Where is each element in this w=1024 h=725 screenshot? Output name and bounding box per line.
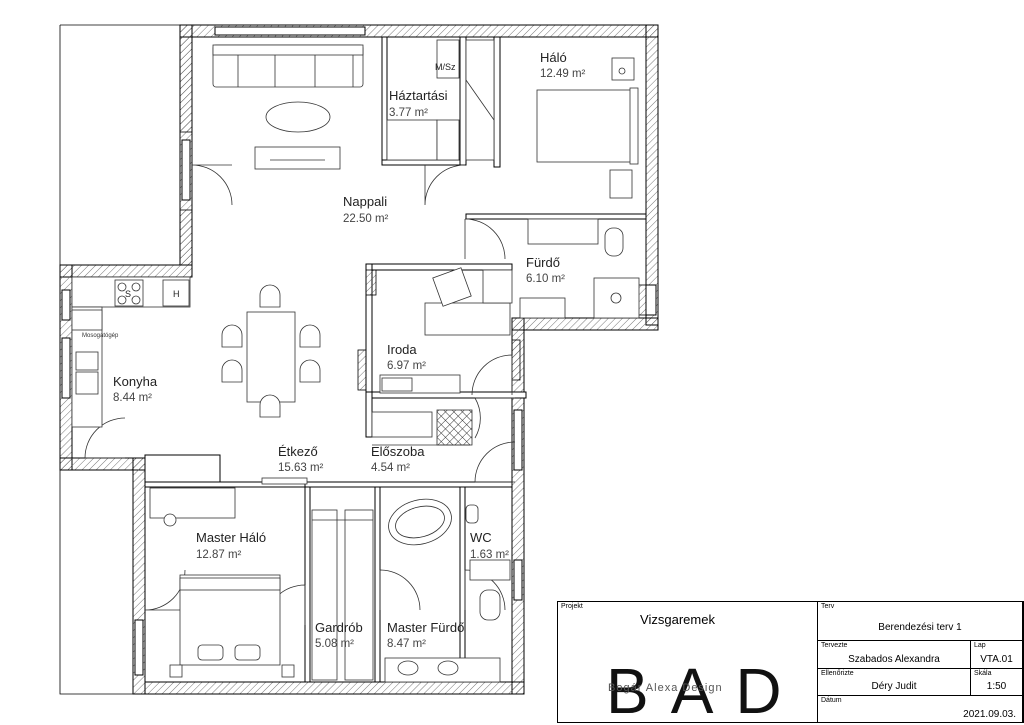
project-label: Projekt [561, 603, 583, 610]
room-area-master-furdo: 8.47 m² [387, 638, 426, 650]
sheet-label: Lap [974, 642, 986, 649]
checker-cell: Ellenőrizte Déry Judit [818, 669, 971, 696]
room-name-wc: WC [470, 530, 492, 545]
project-cell: Projekt Vizsgaremek BAD Bogár Alexa Desi… [558, 602, 818, 725]
wardrobe [311, 509, 374, 681]
plan-value: Berendezési terv 1 [878, 622, 962, 633]
double-bed [536, 57, 639, 199]
room-name-nappali: Nappali [343, 194, 387, 209]
date-label: Dátum [821, 697, 842, 704]
label-mosogatogep: Mosogatógép [82, 333, 119, 339]
site-outline [59, 24, 180, 695]
date-value: 2021.09.03. [963, 709, 1016, 720]
room-name-furdo: Fürdő [526, 255, 560, 270]
room-name-iroda: Iroda [387, 342, 417, 357]
hatched-partitions [179, 36, 647, 391]
designer-value: Szabados Alexandra [848, 654, 940, 665]
room-name-etkezo: Étkező [278, 444, 318, 459]
windows [61, 26, 657, 676]
hall-storage [261, 409, 473, 485]
scale-label: Skála [974, 670, 992, 677]
room-area-halo: 12.49 m² [540, 68, 586, 80]
checker-label: Ellenőrizte [821, 670, 854, 677]
room-name-konyha: Konyha [113, 374, 158, 389]
label-msz: M/Sz [435, 62, 456, 72]
plan-label: Terv [821, 603, 835, 610]
wc-fixtures [465, 504, 511, 621]
label-hob-h: H [173, 289, 180, 299]
designer-label: Tervezte [821, 642, 848, 649]
checker-value: Déry Judit [871, 681, 917, 692]
room-area-wc: 1.63 m² [470, 549, 509, 561]
room-name-gardrob: Gardrób [315, 620, 363, 635]
tv-unit [254, 146, 341, 170]
room-area-iroda: 6.97 m² [387, 360, 426, 372]
room-labels: Háztartási 3.77 m² M/Sz Háló 12.49 m² Na… [82, 50, 586, 650]
logo-text: BAD [606, 655, 804, 725]
office-furniture [379, 267, 513, 394]
room-name-haztartasi: Háztartási [389, 88, 448, 103]
doors [84, 164, 516, 626]
utility-shelves [386, 39, 495, 161]
room-name-halo: Háló [540, 50, 567, 65]
room-area-konyha: 8.44 m² [113, 392, 152, 404]
title-block: Projekt Vizsgaremek BAD Bogár Alexa Desi… [557, 601, 1024, 725]
master-bath-fixtures [384, 498, 501, 683]
room-area-haztartasi: 3.77 m² [389, 107, 428, 119]
sheet-value: VTA.01 [980, 654, 1013, 665]
kitchen-units [71, 276, 191, 428]
project-value: Vizsgaremek [640, 612, 715, 627]
designer-cell: Tervezte Szabados Alexandra [818, 641, 971, 669]
sheet-cell: Lap VTA.01 [971, 641, 1023, 669]
room-area-etkezo: 15.63 m² [278, 462, 324, 474]
room-area-nappali: 22.50 m² [343, 213, 389, 225]
scale-cell: Skála 1:50 [971, 669, 1023, 696]
label-hob-s: S [125, 289, 131, 299]
room-area-master-halo: 12.87 m² [196, 549, 242, 561]
dining-set [221, 284, 321, 418]
room-area-gardrob: 5.08 m² [315, 638, 354, 650]
coffee-table [265, 101, 331, 133]
room-name-eloszoba: Előszoba [371, 444, 425, 459]
room-name-master-halo: Master Háló [196, 530, 266, 545]
room-area-furdo: 6.10 m² [526, 273, 565, 285]
date-cell: Dátum 2021.09.03. [818, 696, 1023, 722]
scale-value: 1:50 [986, 681, 1007, 692]
master-bed [149, 487, 295, 678]
sofa [212, 44, 364, 88]
bathroom-fixtures [519, 218, 640, 319]
plan-cell: Terv Berendezési terv 1 [818, 602, 1023, 641]
logo-subtitle: Bogár Alexa Design [608, 682, 723, 694]
room-name-master-furdo: Master Fürdő [387, 620, 464, 635]
room-area-eloszoba: 4.54 m² [371, 462, 410, 474]
